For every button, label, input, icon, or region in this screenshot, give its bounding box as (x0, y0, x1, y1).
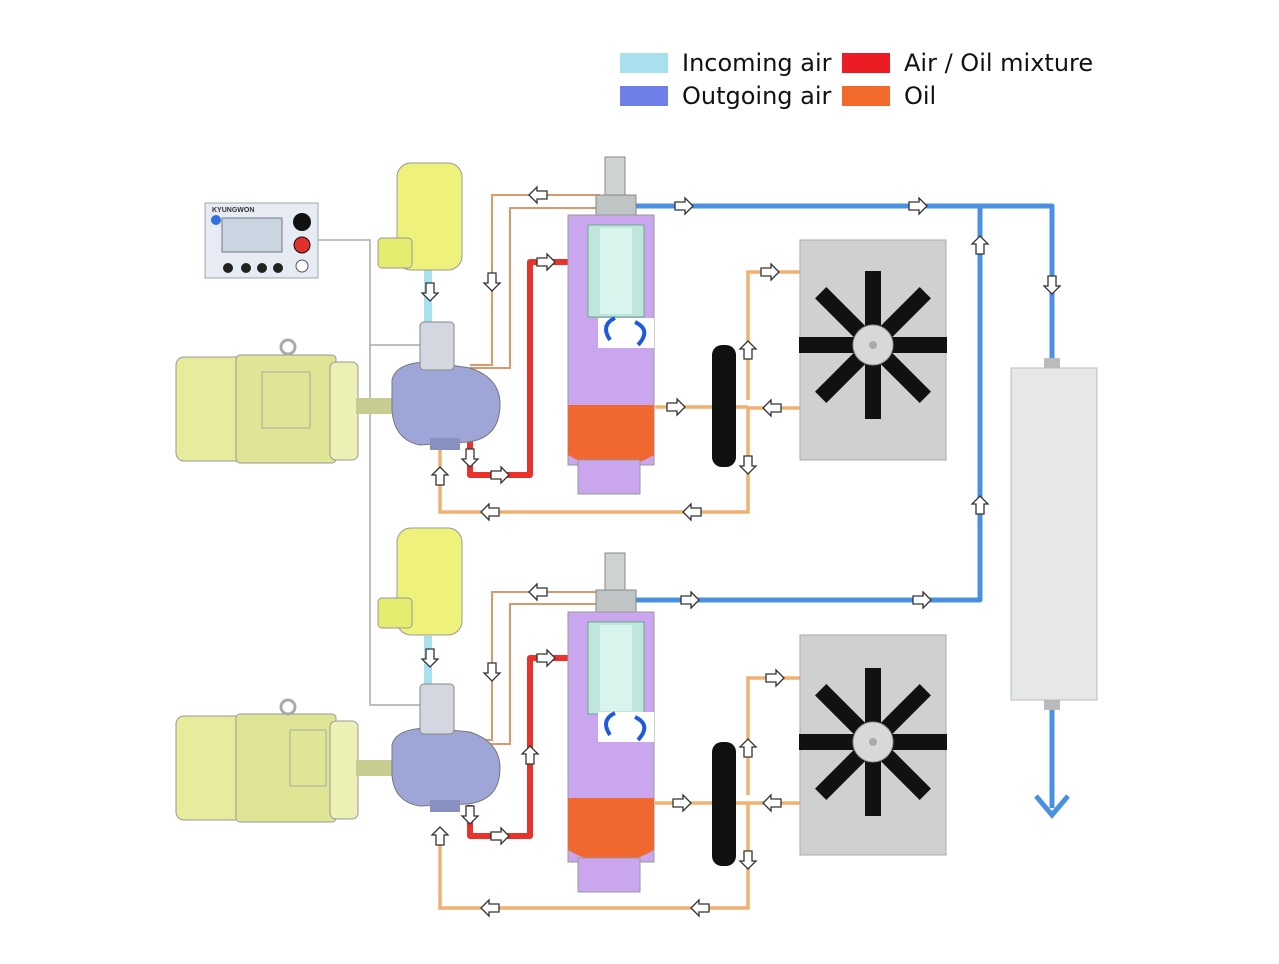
legend-swatch (620, 53, 668, 73)
controller-brand: KYUNGWON (212, 207, 254, 214)
flow-arrow-icon (421, 186, 1061, 521)
legend-air-oil-mixture: Air / Oil mixture (842, 49, 1094, 77)
oil-filter (712, 742, 736, 866)
legend-label: Outgoing air (682, 82, 832, 110)
legend-label: Oil (904, 82, 937, 110)
legend-swatch (842, 86, 890, 106)
motor (175, 338, 396, 464)
legend-outgoing-air: Outgoing air (620, 82, 832, 110)
motor (175, 698, 396, 823)
legend-incoming-air: Incoming air (620, 49, 832, 77)
oil-cooler (798, 634, 948, 856)
oil-filter (712, 345, 736, 467)
compressor-unit-1: KYUNGWON (175, 156, 1061, 521)
control-wires (318, 239, 420, 706)
outgoing-air-line (635, 203, 1055, 808)
legend-swatch (842, 53, 890, 73)
reset-button-icon (295, 259, 309, 273)
power-indicator-icon (211, 215, 221, 225)
stop-button-icon (293, 236, 311, 254)
air-end (391, 683, 501, 812)
compressor-unit-2 (175, 495, 989, 917)
air-end (391, 321, 501, 450)
legend-label: Incoming air (682, 49, 832, 77)
cooling-fan-icon (798, 667, 948, 817)
oil-separator-tank (567, 552, 655, 893)
air-filter (377, 527, 463, 636)
start-button-icon (293, 213, 311, 231)
controller-panel: KYUNGWON (204, 202, 319, 279)
air-filter (377, 162, 463, 271)
cooling-fan-icon (798, 270, 948, 420)
oil-separator-tank (567, 156, 655, 495)
oil-cooler (798, 239, 948, 461)
legend-swatch (620, 86, 668, 106)
air-dryer (1010, 358, 1098, 710)
legend-oil: Oil (842, 82, 937, 110)
outlet-arrow-icon (1034, 794, 1070, 819)
legend-label: Air / Oil mixture (904, 49, 1094, 77)
